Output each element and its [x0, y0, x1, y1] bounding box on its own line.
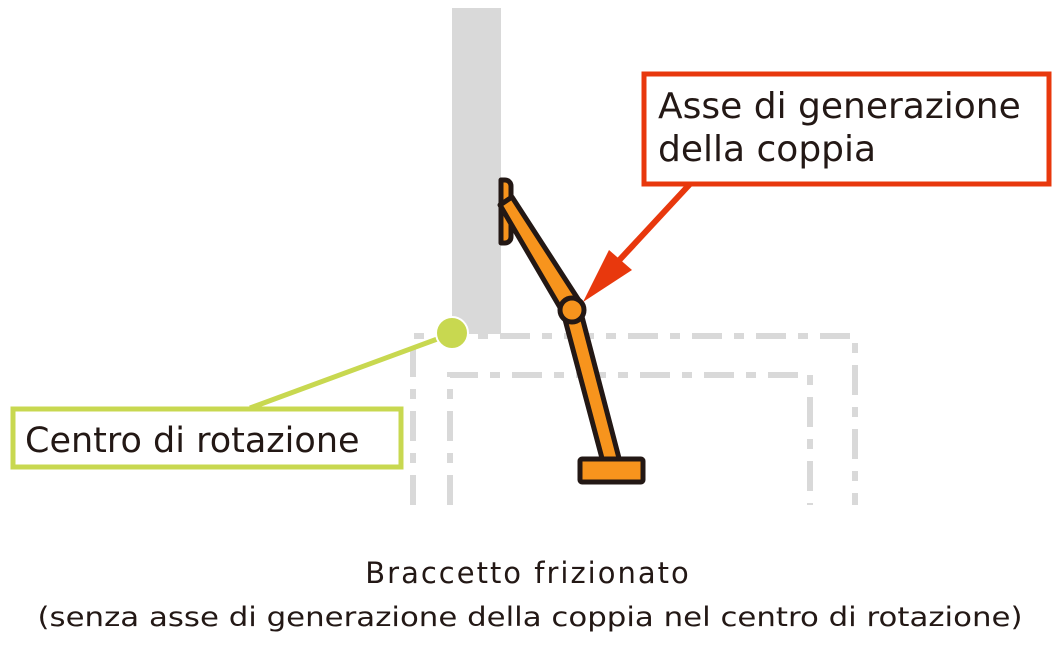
rotation-center-label: Centro di rotazione	[25, 421, 360, 461]
pivot-joint	[557, 295, 587, 325]
torque-axis-callout: Asse di generazione della coppia	[583, 71, 1052, 302]
caption-title: Braccetto frizionato	[365, 556, 691, 590]
rotation-center-callout: Centro di rotazione	[10, 316, 469, 470]
inner-sash-outline	[447, 372, 813, 505]
lower-arm	[560, 306, 623, 465]
arrowhead-icon	[583, 250, 632, 302]
foot-plate	[577, 456, 646, 485]
outer-sash-outline	[410, 333, 858, 505]
caption-subtitle: (senza asse di generazione della coppia …	[38, 602, 1023, 633]
rotation-center-dot	[435, 316, 469, 350]
torque-axis-label-line1: Asse di generazione	[658, 86, 1021, 127]
friction-stay-arm	[497, 177, 646, 485]
wall-frame	[452, 8, 501, 334]
torque-axis-label-line2: della coppia	[658, 129, 876, 170]
